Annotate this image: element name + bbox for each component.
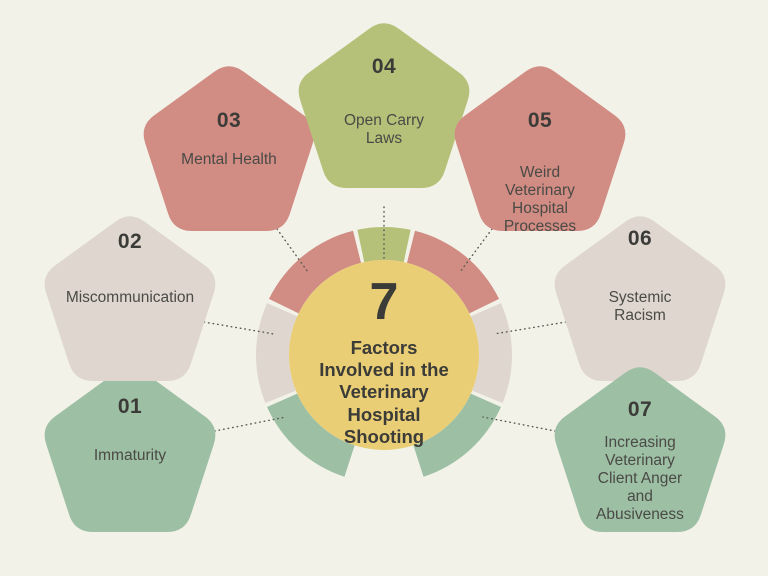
ring-segment-06[interactable] [470, 302, 512, 403]
connector-line-07 [482, 416, 561, 433]
connector-line-06 [493, 321, 567, 335]
pentagon-node-03[interactable] [143, 66, 315, 232]
ring-segment-01[interactable] [267, 393, 355, 477]
connector-line-02 [203, 321, 275, 335]
pentagon-node-04[interactable] [298, 23, 470, 189]
center-hub-circle[interactable] [289, 260, 479, 450]
ring-segment-03[interactable] [268, 230, 362, 314]
pentagon-node-02[interactable] [44, 216, 216, 382]
ring-segment-02[interactable] [256, 302, 298, 403]
pentagon-node-01[interactable] [44, 367, 216, 533]
connector-line-01 [209, 416, 287, 433]
pentagon-node-05[interactable] [454, 66, 626, 232]
ring-segment-05[interactable] [406, 230, 500, 314]
connector-line-05 [459, 228, 493, 273]
ring-segment-07[interactable] [413, 393, 501, 477]
pentagon-node-06[interactable] [554, 216, 726, 382]
connector-line-03 [276, 228, 309, 273]
pentagon-node-07[interactable] [554, 367, 726, 533]
